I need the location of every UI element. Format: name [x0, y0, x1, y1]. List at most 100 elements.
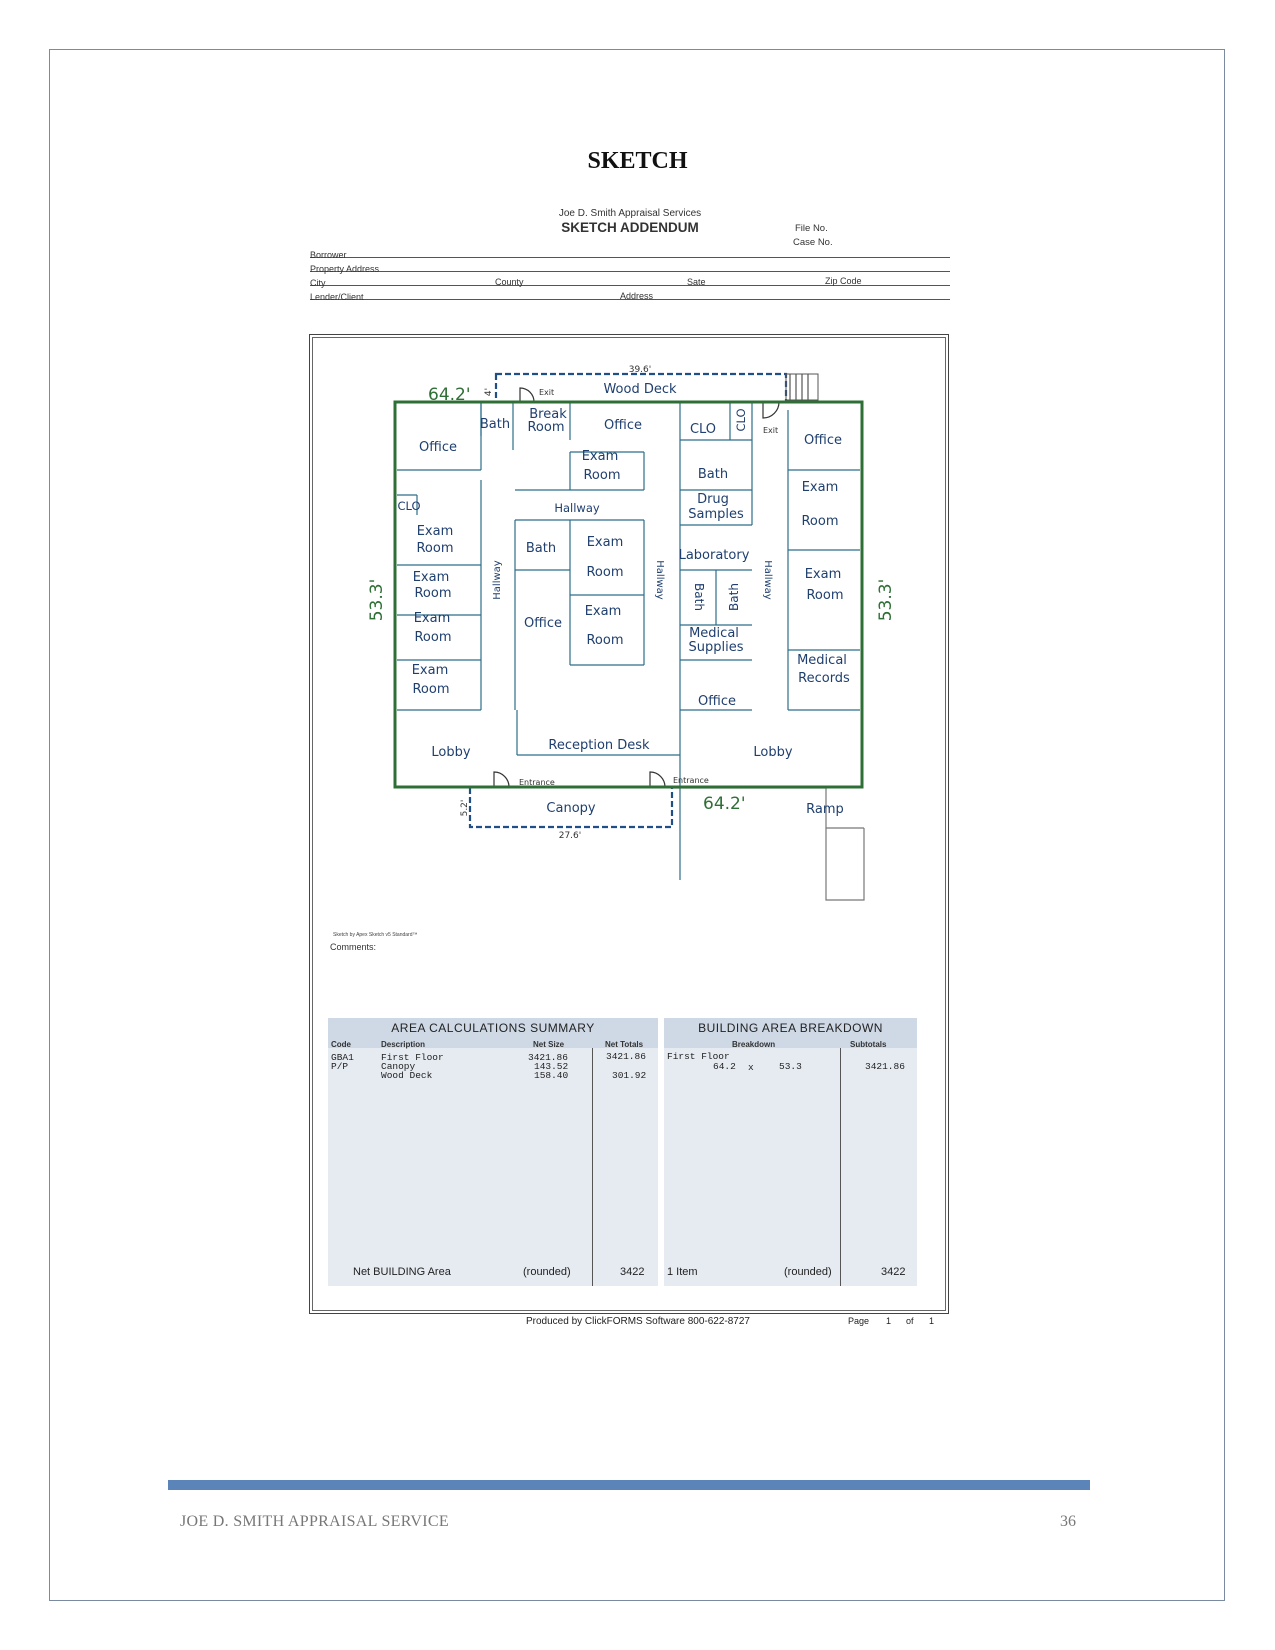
- canopy-depth: 5.2': [460, 800, 470, 817]
- label-hallway: Hallway: [762, 560, 773, 600]
- rounded-label: (rounded): [523, 1266, 571, 1278]
- state-label: Sate: [687, 277, 706, 287]
- file-no-label: File No.: [795, 223, 828, 234]
- panel-title: BUILDING AREA BREAKDOWN: [698, 1021, 883, 1035]
- dim-bottom: 64.2': [703, 794, 746, 814]
- label-exam: Room: [586, 565, 623, 580]
- col-net-size: Net Size: [533, 1040, 565, 1049]
- label-clo: CLO: [397, 499, 420, 513]
- dim-left: 53.3': [367, 579, 387, 622]
- label-drug-samples: Drug: [697, 492, 729, 507]
- label-bath: Bath: [526, 541, 556, 556]
- item-count: 1 Item: [667, 1266, 698, 1278]
- label-bath: Bath: [727, 583, 741, 611]
- label-canopy: Canopy: [546, 801, 595, 816]
- row-code: P/P: [331, 1061, 349, 1072]
- label-exam: Exam: [414, 611, 451, 626]
- label-exam: Exam: [413, 570, 450, 585]
- deck-width: 39.6': [629, 365, 652, 375]
- label-break-room: Break: [529, 407, 567, 422]
- breakdown-dim-b: 53.3: [779, 1061, 802, 1072]
- sketch-addendum-header: Joe D. Smith Appraisal Services SKETCH A…: [310, 205, 950, 305]
- col-breakdown: Breakdown: [732, 1040, 776, 1049]
- column-divider: [840, 1048, 841, 1286]
- borrower-label: Borrower: [310, 250, 347, 260]
- label-entrance: Entrance: [673, 776, 709, 785]
- rounded-label: (rounded): [784, 1266, 832, 1278]
- label-office: Office: [698, 694, 736, 709]
- panel-title: AREA CALCULATIONS SUMMARY: [391, 1021, 595, 1035]
- label-exam: Room: [412, 682, 449, 697]
- dim-top: 64.2': [428, 385, 471, 405]
- label-medical-supplies: Supplies: [689, 640, 744, 655]
- net-building-area-label: Net BUILDING Area: [353, 1266, 451, 1278]
- city-label: City: [310, 278, 326, 288]
- label-exam: Exam: [412, 663, 449, 678]
- label-exam: Exam: [802, 480, 839, 495]
- col-description: Description: [381, 1040, 426, 1049]
- deck-depth: 4': [484, 388, 494, 396]
- label-medical-records: Medical: [797, 653, 847, 668]
- col-subtotals: Subtotals: [850, 1040, 887, 1049]
- label-drug-samples: Samples: [688, 507, 744, 522]
- row-net-total: 301.92: [612, 1070, 647, 1081]
- sketch-frame: [309, 334, 949, 1314]
- row-description: First Floor: [381, 1052, 444, 1063]
- row-net-size: 143.52: [534, 1061, 569, 1072]
- label-laboratory: Laboratory: [679, 548, 750, 563]
- company-name: Joe D. Smith Appraisal Services: [558, 208, 702, 219]
- produced-by: Produced by ClickFORMS Software 800-622-…: [526, 1316, 750, 1327]
- page-title: SKETCH: [587, 148, 688, 174]
- label-medical-supplies: Medical: [689, 626, 739, 641]
- panel-header: [328, 1018, 658, 1048]
- sketch-credit: Sketch by Apex Sketch v5 Standard™: [333, 932, 418, 938]
- building-area-breakdown: BUILDING AREA BREAKDOWN Breakdown Subtot…: [664, 1018, 917, 1286]
- form-line: [310, 271, 950, 272]
- county-label: County: [495, 277, 524, 287]
- label-lobby: Lobby: [431, 745, 470, 760]
- breakdown-times: x: [748, 1062, 754, 1073]
- label-office-left: Office: [419, 440, 457, 455]
- label-exam: Room: [414, 630, 451, 645]
- breakdown-subtotal: 3421.86: [865, 1061, 905, 1072]
- net-building-area-value: 3422: [620, 1266, 645, 1278]
- row-net-size: 3421.86: [528, 1052, 568, 1063]
- form-line: [310, 285, 950, 286]
- footer-company: JOE D. SMITH APPRAISAL SERVICE: [180, 1513, 449, 1530]
- form-line: [310, 299, 950, 300]
- label-hallway: Hallway: [554, 501, 600, 515]
- label-exam: Exam: [585, 604, 622, 619]
- label-hallway: Hallway: [654, 560, 665, 600]
- building-outline: [393, 400, 864, 789]
- label-reception-desk: Reception Desk: [548, 738, 650, 753]
- label-wood-deck: Wood Deck: [603, 382, 677, 397]
- label-clo: CLO: [734, 408, 748, 431]
- canopy-width: 27.6': [559, 831, 582, 841]
- label-office: Office: [604, 418, 642, 433]
- addendum-title: SKETCH ADDENDUM: [561, 220, 699, 235]
- label-exam: Room: [801, 514, 838, 529]
- breakdown-floor: First Floor: [667, 1051, 730, 1062]
- panel-header: [664, 1018, 917, 1048]
- label-lobby: Lobby: [753, 745, 792, 760]
- label-exam: Exam: [805, 567, 842, 582]
- case-no-label: Case No.: [793, 237, 833, 248]
- form-line: [310, 257, 950, 258]
- label-clo: CLO: [690, 422, 716, 437]
- page-num: 1: [886, 1316, 892, 1326]
- property-address-label: Property Address: [310, 264, 380, 274]
- page-of: of: [906, 1316, 914, 1326]
- row-net-total: 3421.86: [606, 1051, 646, 1062]
- label-medical-records: Records: [798, 671, 850, 686]
- column-divider: [592, 1048, 593, 1286]
- label-exam: Room: [583, 468, 620, 483]
- row-description: Canopy: [381, 1061, 416, 1072]
- row-net-size: 158.40: [534, 1070, 569, 1081]
- col-code: Code: [331, 1040, 351, 1049]
- footer-rule: [168, 1480, 1090, 1490]
- breakdown-total: 3422: [881, 1266, 906, 1278]
- label-exam: Exam: [417, 524, 454, 539]
- label-entrance: Entrance: [519, 778, 555, 787]
- address-label: Address: [620, 291, 654, 301]
